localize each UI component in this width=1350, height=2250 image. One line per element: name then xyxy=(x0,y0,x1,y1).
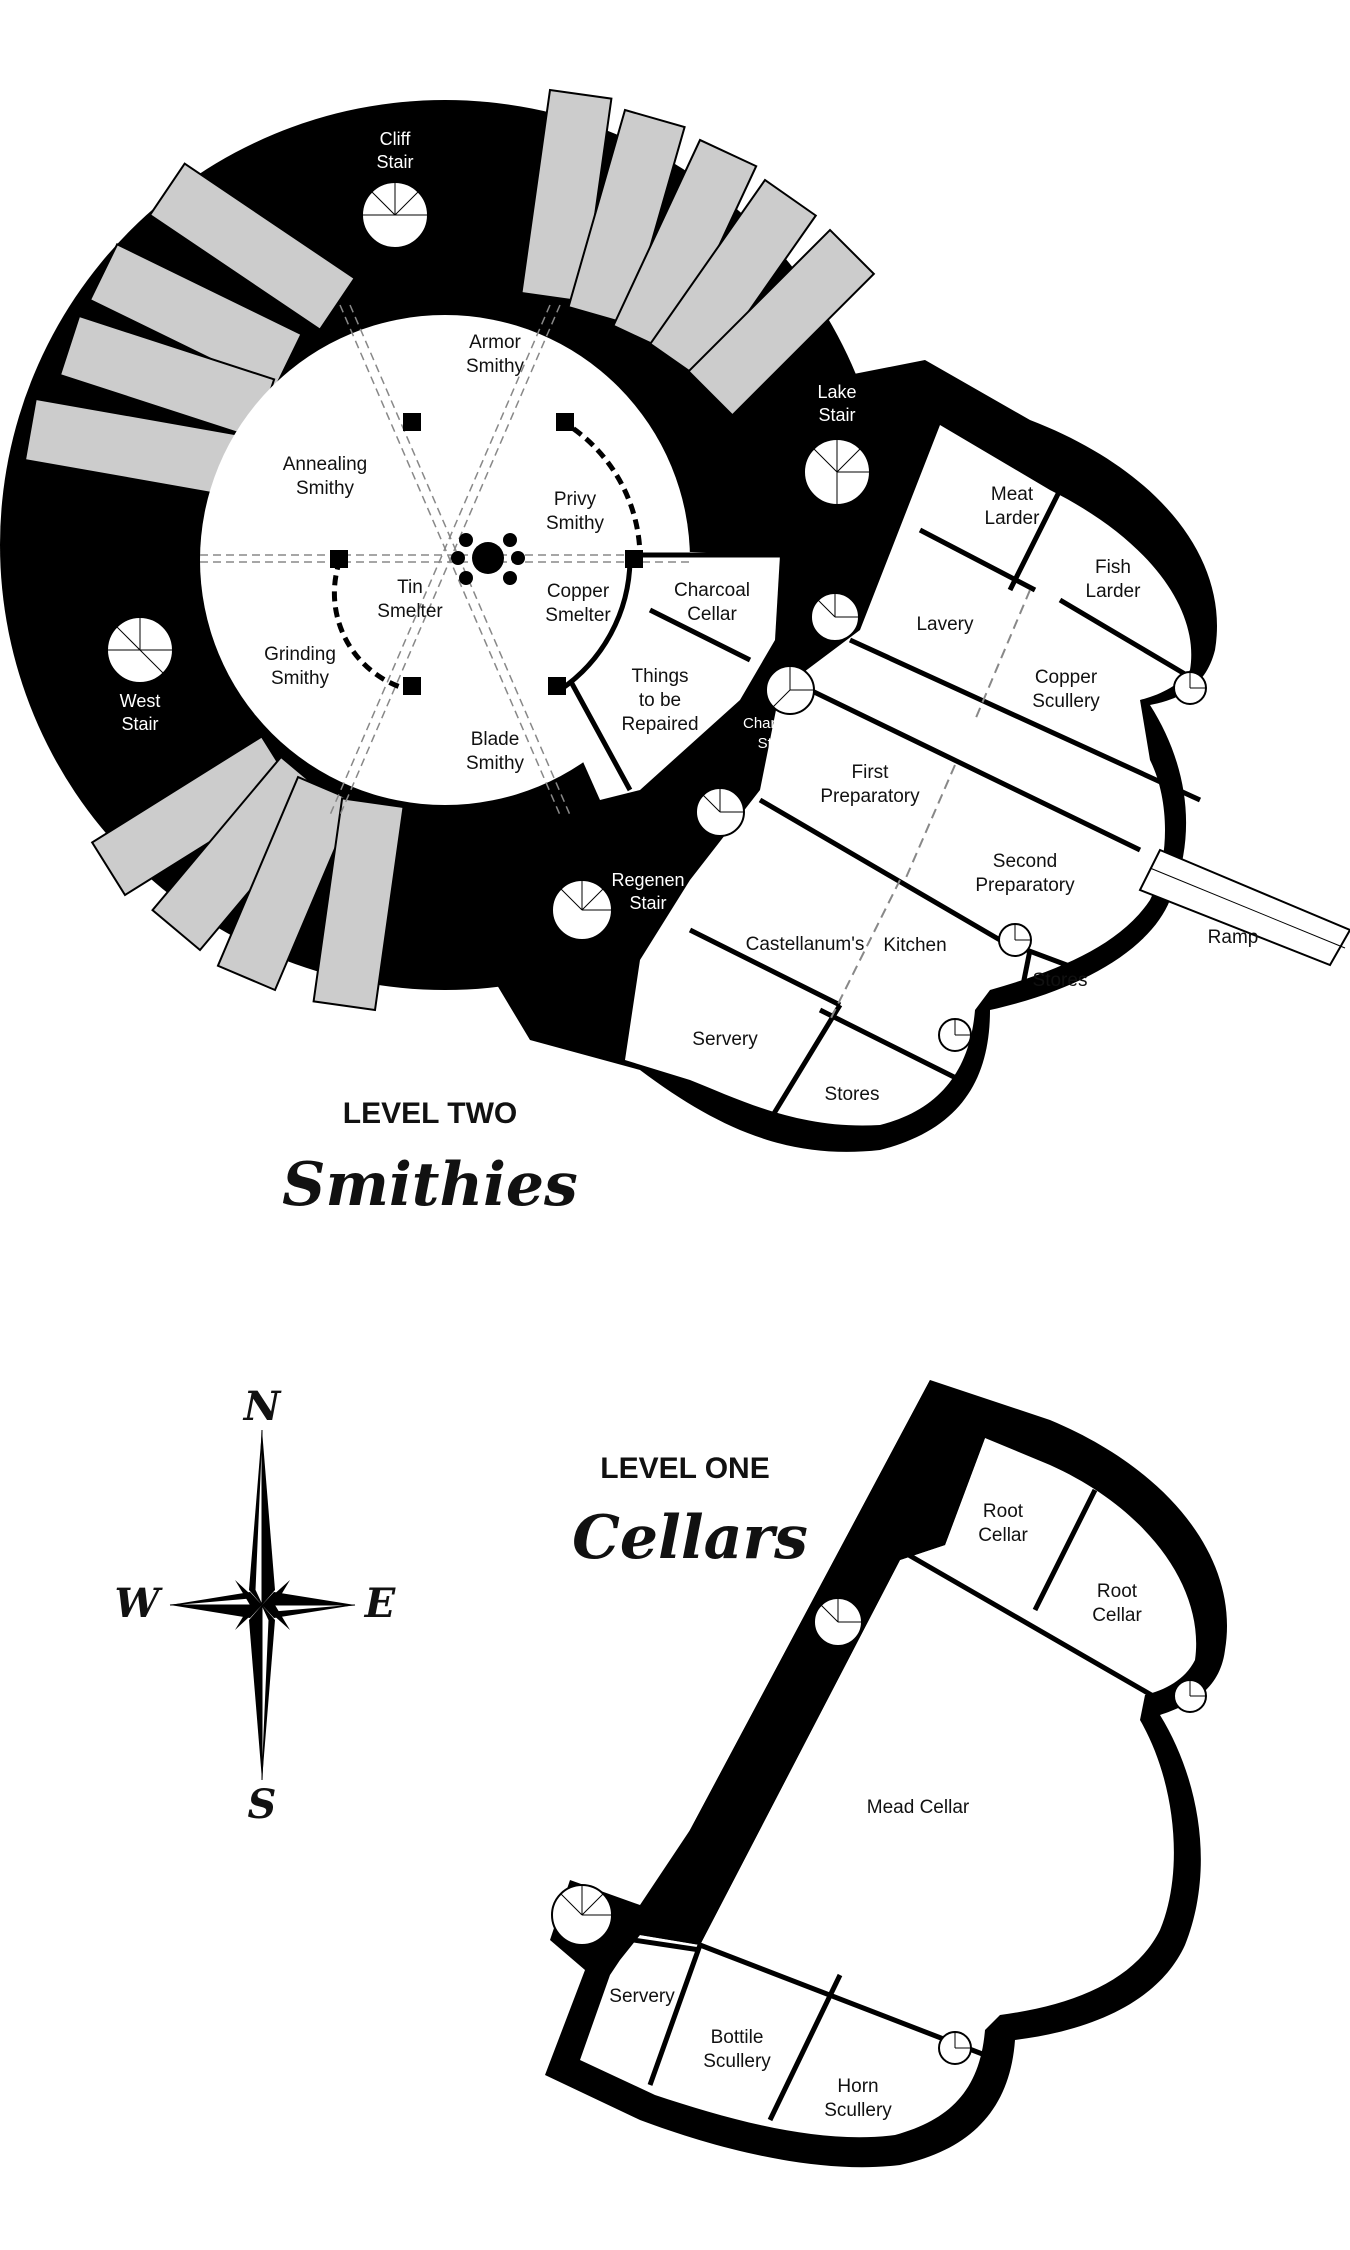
stores-small-label: Stores xyxy=(1033,970,1088,991)
mead-cellar-label: Mead Cellar xyxy=(867,1797,970,1818)
cellars-stairs xyxy=(551,1597,1207,2065)
stores-stair-icon xyxy=(998,923,1032,957)
servery-label: Servery xyxy=(692,1029,758,1050)
stores-label: Stores xyxy=(825,1084,880,1105)
kitchen-label: Kitchen xyxy=(883,935,946,956)
charcoal-cellar-floor xyxy=(560,550,780,800)
castellanums-label: Castellanum's xyxy=(746,934,865,955)
compass-south-label: S xyxy=(248,1781,277,1828)
ramp-label: Ramp xyxy=(1208,927,1259,948)
cellars-walls xyxy=(599,1488,1162,2122)
compass-rose: N S W E xyxy=(115,1383,396,1828)
copper-smelter-wall xyxy=(558,559,633,693)
cellars-servery-label: Servery xyxy=(609,1986,675,2007)
cellars-stair-east-icon xyxy=(1173,1679,1207,1713)
cellars-floor xyxy=(580,1438,1197,2138)
level-one-name: Cellars xyxy=(572,1503,808,1573)
tin-smelter-wall xyxy=(331,559,411,693)
annex-rooms-floor xyxy=(625,425,1192,1126)
kitchen-stair-icon xyxy=(695,787,745,837)
cellars-diagonal-wall xyxy=(640,1380,985,1945)
lake-stair-icon xyxy=(803,438,871,506)
cellars-stair-south-icon xyxy=(938,2031,972,2065)
regenen-stair-icon xyxy=(551,879,613,941)
charcoal-stair-lower-icon xyxy=(765,665,815,715)
privy-wall xyxy=(558,417,643,556)
benches xyxy=(23,88,876,1012)
west-stair-icon xyxy=(106,616,174,684)
compass-east-label: E xyxy=(364,1580,396,1627)
level-one-plan: LEVEL ONE Cellars xyxy=(545,1380,1228,2168)
lavery-label: Lavery xyxy=(916,614,974,635)
cliff-stair-icon xyxy=(361,181,429,249)
servery-stair-icon xyxy=(938,1018,972,1052)
cellars-stair-upper-icon xyxy=(813,1597,863,1647)
spiral-stairs-level-two xyxy=(106,181,1207,1052)
compass-west-label: W xyxy=(115,1580,164,1627)
level-one-heading: LEVEL ONE xyxy=(600,1452,769,1485)
charcoal-stair-icon xyxy=(810,592,860,642)
level-two-name: Smithies xyxy=(282,1150,578,1220)
central-hearth xyxy=(451,533,525,585)
compass-north-label: N xyxy=(242,1383,282,1430)
cellars-stair-west-icon xyxy=(551,1884,613,1946)
annex-walls xyxy=(567,488,1202,1122)
level-two-heading: LEVEL TWO xyxy=(343,1097,517,1130)
fish-larder-stair-icon xyxy=(1173,671,1207,705)
